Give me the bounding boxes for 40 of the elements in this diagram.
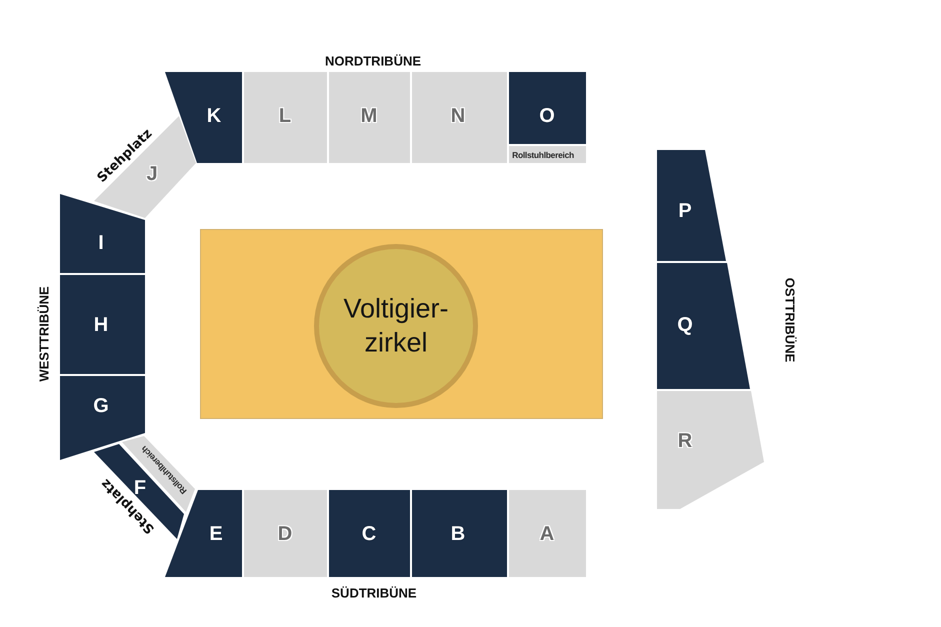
section-letter: N [450,106,466,126]
stand-name: OSTTRIBÜNE [784,278,796,362]
section-letter: Q [677,315,693,335]
seating-section [244,490,327,577]
seating-section [244,72,327,163]
stand-name: WESTTRIBÜNE [38,286,50,382]
seating-section [60,194,145,273]
seating-section [94,116,196,218]
section-letter: O [539,106,555,126]
section-letter: K [206,106,222,126]
section-letter: P [678,201,692,221]
seating-section [165,72,242,163]
seating-section [509,72,586,144]
vaulting-circle [314,244,478,408]
circle-label: Voltigier- zirkel [342,292,450,359]
seating-section [412,490,507,577]
seating-section [657,263,750,389]
area-label: Rollstuhlbereich [512,150,574,160]
section-letter: B [450,524,466,544]
seating-section [412,72,507,163]
section-letter: G [93,396,109,416]
section-letter: H [94,315,108,335]
wheelchair-area [509,146,586,163]
seating-section [657,150,726,261]
section-letter: M [360,106,378,126]
arena-floor [200,229,603,419]
seating-section [509,490,586,577]
seating-section [60,275,145,374]
section-letter: E [209,524,223,544]
stand-name: SÜDTRIBÜNE [331,586,417,600]
section-letter: D [278,524,292,544]
seating-section [329,490,410,577]
stand-name: NORDTRIBÜNE [324,54,422,68]
section-letter: C [362,524,376,544]
section-letter: L [278,106,292,126]
seating-section [329,72,410,163]
section-letter: A [540,524,554,544]
section-letter: R [678,431,692,451]
seating-section [657,391,764,509]
section-letter: I [98,233,104,253]
